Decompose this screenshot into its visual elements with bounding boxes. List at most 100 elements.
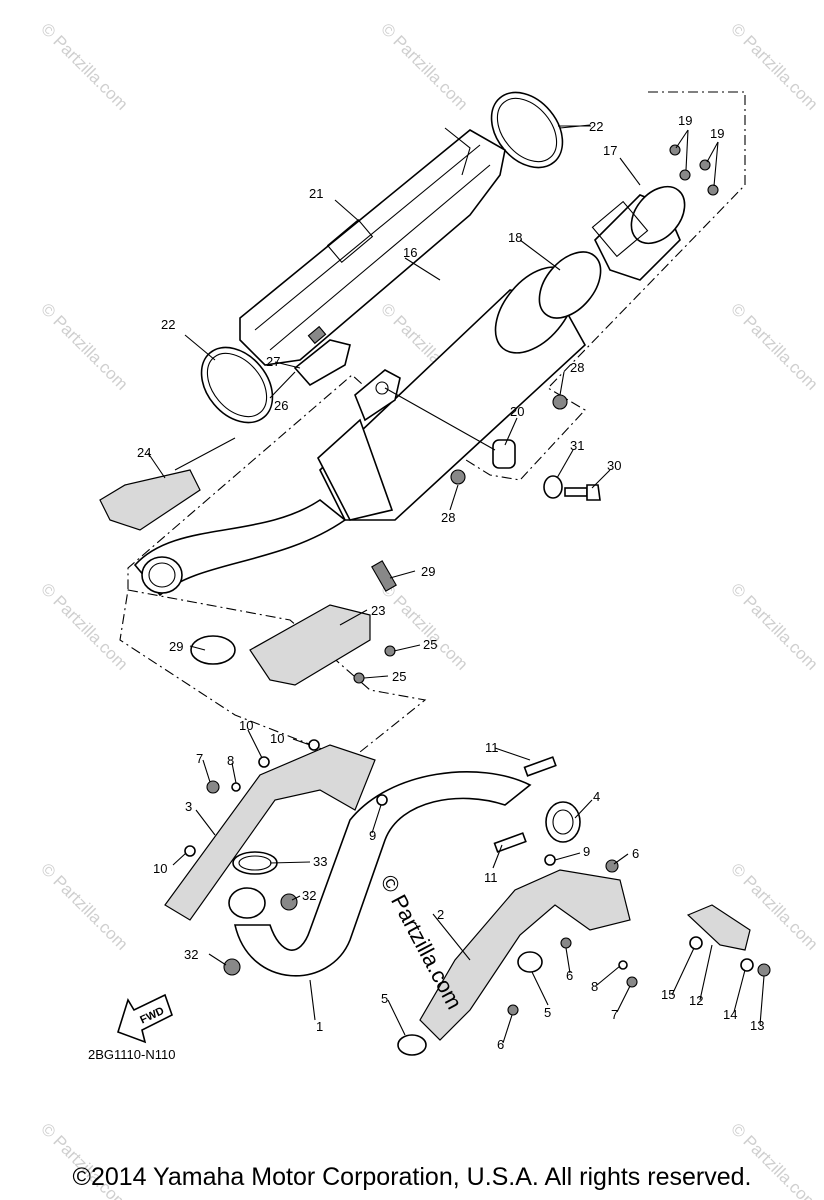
bolt-6: [507, 1004, 519, 1016]
bolt-19: [679, 169, 691, 181]
watermark: © Partzilla.com: [37, 299, 131, 393]
callout-11: 11: [485, 740, 499, 755]
callout-31: 31: [570, 438, 584, 453]
washer-15: [689, 936, 703, 950]
collar-10: [308, 739, 320, 751]
callout-17: 17: [603, 143, 617, 158]
spring-11-lower: [493, 832, 527, 853]
callout-labels: 22 19 19 17 21 18 16 22 27 28 26 20 31 2…: [137, 113, 764, 1052]
callout-33: 33: [313, 854, 327, 869]
callout-6: 6: [497, 1037, 504, 1052]
nut-32-left: [223, 958, 241, 976]
collar-10: [184, 845, 196, 857]
callout-21: 21: [309, 186, 323, 201]
watermark: © Partzilla.com: [37, 19, 131, 113]
clamp-29-lower: [190, 635, 236, 665]
screw-25: [384, 645, 396, 657]
copyright-notice: ©2014 Yamaha Motor Corporation, U.S.A. A…: [72, 1163, 752, 1191]
washer-8-left: [231, 782, 241, 792]
callout-25: 25: [423, 637, 437, 652]
heat-guard-24: [99, 437, 236, 531]
callout-1: 1: [316, 1019, 323, 1034]
bolt-19: [707, 184, 719, 196]
callout-7: 7: [196, 751, 203, 766]
heat-guard-23: [249, 604, 371, 686]
gasket-33: [232, 851, 278, 875]
callout-11: 11: [484, 870, 498, 885]
heat-protector-21: [239, 127, 506, 366]
callout-6: 6: [632, 846, 639, 861]
bolt-19: [669, 144, 681, 156]
callout-8: 8: [227, 753, 234, 768]
clamp-29-upper: [371, 560, 397, 592]
callout-6: 6: [566, 968, 573, 983]
watermark: © Partzilla.com: [727, 579, 821, 673]
gasket-18: [538, 251, 602, 319]
callout-26: 26: [274, 398, 288, 413]
washer-31: [543, 475, 563, 499]
watermark: © Partzilla.com: [377, 19, 471, 113]
clamp-5-upper: [517, 951, 543, 973]
exhaust-pipe-2: [397, 869, 631, 1056]
bolt-28-lower: [450, 469, 466, 485]
callout-10: 10: [239, 718, 253, 733]
callout-18: 18: [508, 230, 522, 245]
watermark: © Partzilla.com: [37, 859, 131, 953]
callout-25: 25: [392, 669, 406, 684]
watermark-center: © Partzilla.com: [376, 871, 468, 1014]
bolt-7-left: [206, 780, 220, 794]
callout-32: 32: [302, 888, 316, 903]
callout-29: 29: [169, 639, 183, 654]
end-cap-17: [591, 185, 686, 281]
callout-23: 23: [371, 603, 385, 618]
gasket-4: [545, 801, 581, 843]
protector-12: [686, 904, 751, 951]
bolt-13: [757, 963, 771, 977]
collar-10: [258, 756, 270, 768]
damper-20: [492, 439, 516, 469]
washer-8-right: [618, 960, 628, 970]
callout-19: 19: [678, 113, 692, 128]
clamp-band-22-top: [490, 91, 564, 169]
spring-11-upper: [523, 756, 557, 777]
callout-30: 30: [607, 458, 621, 473]
callout-15: 15: [661, 987, 675, 1002]
callout-32: 32: [184, 947, 198, 962]
washer-14: [740, 958, 754, 972]
callout-8: 8: [591, 979, 598, 994]
screw-25: [353, 672, 365, 684]
callout-7: 7: [611, 1007, 618, 1022]
callout-14: 14: [723, 1007, 737, 1022]
watermark: © Partzilla.com: [727, 19, 821, 113]
bolt-19: [699, 159, 711, 171]
watermark: © Partzilla.com: [727, 299, 821, 393]
clamp-band-22-lower: [200, 346, 274, 424]
bolt-7-right: [626, 976, 638, 988]
bolt-6: [560, 937, 572, 949]
callout-20: 20: [510, 404, 524, 419]
callout-10: 10: [270, 731, 284, 746]
callout-2: 2: [437, 907, 444, 922]
callout-22: 22: [589, 119, 603, 134]
protector-3: [164, 744, 376, 921]
muffler-16: [133, 266, 587, 597]
grommet-9: [376, 794, 388, 806]
nut-32-right: [280, 893, 298, 911]
callout-3: 3: [185, 799, 192, 814]
bracket-27: [293, 325, 351, 387]
bolt-30: [564, 484, 601, 501]
bolt-28-upper: [552, 394, 568, 410]
exhaust-pipe-1: [228, 771, 532, 977]
callout-10: 10: [153, 861, 167, 876]
callout-24: 24: [137, 445, 151, 460]
callout-9: 9: [369, 828, 376, 843]
callout-13: 13: [750, 1018, 764, 1033]
callout-9: 9: [583, 844, 590, 859]
callout-28: 28: [570, 360, 584, 375]
callout-27: 27: [266, 354, 280, 369]
callout-16: 16: [403, 245, 417, 260]
callout-4: 4: [593, 789, 600, 804]
fwd-arrow: FWD: [117, 993, 173, 1044]
callout-28: 28: [441, 510, 455, 525]
